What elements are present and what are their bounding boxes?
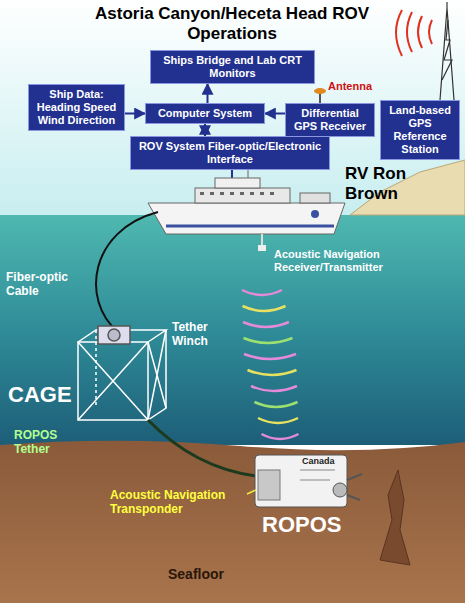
acoustic-wave: [243, 306, 286, 311]
data-arrow: [204, 124, 206, 136]
box-text: Land-based GPS Reference Station: [385, 104, 455, 156]
data-arrow: [125, 113, 145, 115]
process-box: Ships Bridge and Lab CRT Monitors: [150, 50, 315, 84]
box-text: Computer System: [150, 107, 260, 120]
antenna-label: Antenna: [328, 80, 388, 93]
acoustic-wave: [242, 290, 282, 295]
diagram-title: Astoria Canyon/Heceta Head ROV Operation…: [92, 4, 372, 44]
acoustic-wave: [251, 386, 297, 391]
gps-antenna: [314, 88, 326, 103]
process-box: Computer System: [145, 103, 265, 124]
acoustic-wave: [248, 370, 297, 375]
acoustic-wave: [258, 418, 298, 423]
acoustic-wave: [244, 338, 293, 343]
acoustic-wave: [244, 354, 296, 359]
part-name: CAGE: [8, 382, 74, 407]
acoustic-wave: [255, 402, 298, 407]
acoustic-wave: [262, 434, 299, 439]
data-arrow: [207, 84, 209, 103]
part-label: ROPOS Tether: [14, 428, 84, 456]
process-box: ROV System Fiber-optic/Electronic Interf…: [130, 136, 330, 170]
acoustic-wave: [243, 322, 289, 327]
part-label: Tether Winch: [172, 320, 232, 348]
ship-name: RV Ron Brown: [345, 164, 455, 204]
part-label: Acoustic Navigation Receiver/Transmitter: [274, 248, 424, 274]
part-name: ROPOS: [262, 512, 352, 537]
ropos-vehicle: [255, 455, 362, 507]
cage: [78, 326, 166, 420]
process-box: Ship Data:Heading Speed Wind Direction: [28, 84, 125, 131]
box-text: Heading Speed Wind Direction: [33, 101, 120, 127]
radio-tower: [440, 2, 454, 100]
process-box: Land-based GPS Reference Station: [380, 100, 460, 160]
research-ship: [148, 160, 345, 251]
flag-label: Canada: [302, 456, 346, 466]
box-text: Ships Bridge and Lab CRT Monitors: [155, 54, 310, 80]
part-label: Acoustic Navigation Transponder: [110, 488, 244, 516]
process-box: Differential GPS Receiver: [285, 103, 375, 137]
box-text: ROV System Fiber-optic/Electronic Interf…: [135, 140, 325, 166]
box-text: Ship Data:: [33, 88, 120, 101]
box-text: Differential GPS Receiver: [290, 107, 370, 133]
radio-waves: [396, 10, 432, 56]
data-arrow: [265, 113, 285, 115]
part-label: Fiber-optic Cable: [6, 270, 80, 298]
region-label: Seafloor: [168, 566, 258, 582]
